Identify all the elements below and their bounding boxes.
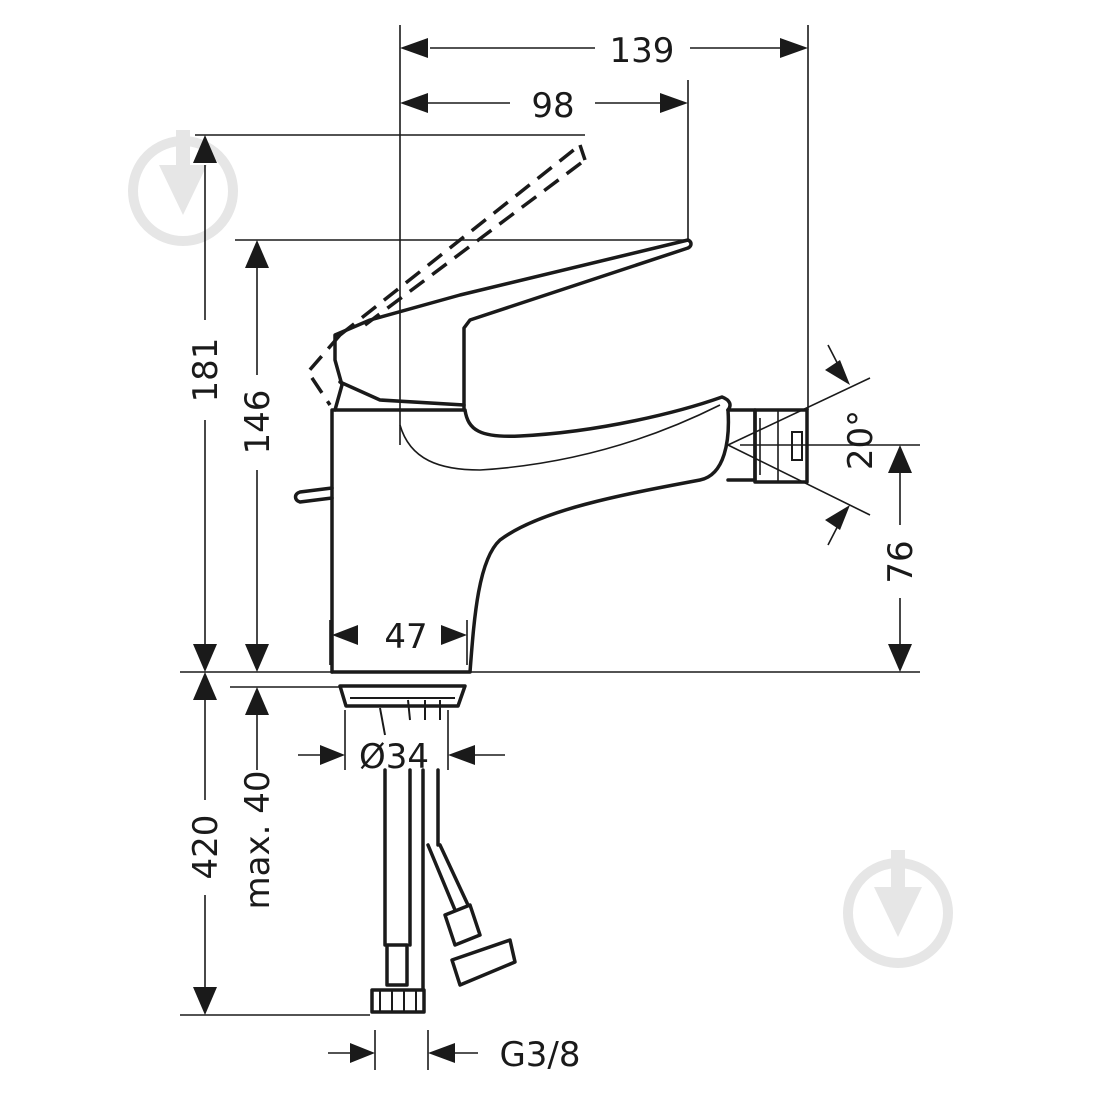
dim-thread: G3/8: [499, 1035, 580, 1075]
dim-lever-reach: 98: [531, 86, 574, 126]
dim-hose-length: 420: [186, 815, 226, 880]
dimension-lines: [180, 25, 920, 1070]
mounting-assembly: [338, 684, 517, 1014]
dim-overall-reach: 139: [610, 31, 675, 71]
watermark-logo-icon: [128, 130, 238, 246]
dim-outlet-angle: 20°: [841, 410, 881, 470]
faucet-body: [293, 238, 809, 674]
dim-total-height: 181: [186, 338, 226, 403]
dim-lever-height: 146: [238, 390, 278, 455]
watermark-logo-icon: [843, 850, 953, 968]
dim-bore-diameter: Ø34: [359, 737, 429, 777]
dim-outlet-height: 76: [881, 540, 921, 583]
dim-max-countertop: max. 40: [238, 771, 278, 910]
dim-body-width: 47: [384, 617, 427, 657]
